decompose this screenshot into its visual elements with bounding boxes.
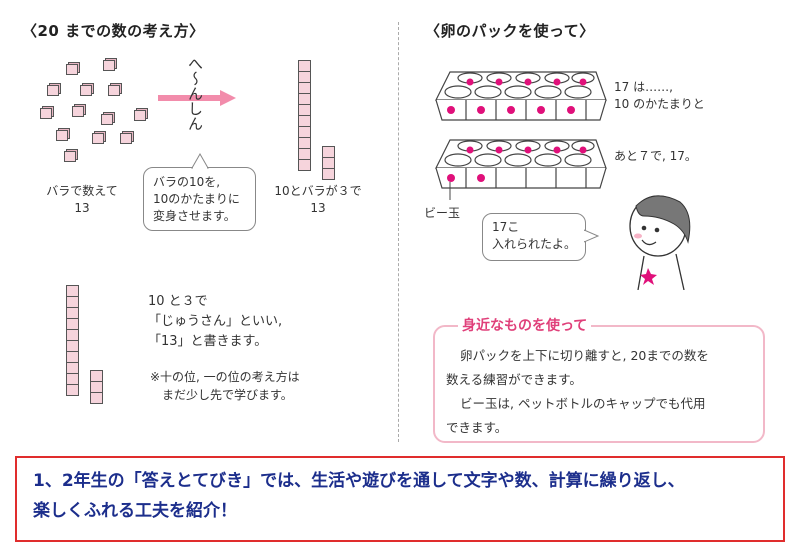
- tip-line1: 卵パックを上下に切り離すと, 20までの数を: [460, 348, 709, 363]
- cube: [72, 106, 84, 117]
- transform-arrow-icon: [158, 90, 236, 106]
- banner-line1: 1、2年生の「答えとてびき」では、生活や遊びを通して文字や数、計算に繰り返し、: [33, 471, 685, 491]
- tip-line2: 数える練習ができます。: [446, 372, 582, 387]
- marble-label: ビー玉: [424, 206, 461, 220]
- column-divider: [398, 22, 399, 442]
- cube: [298, 159, 311, 171]
- cube: [56, 130, 68, 141]
- cube: [80, 85, 92, 96]
- bubble-line3: 変身させます。: [153, 209, 236, 223]
- cube: [134, 110, 146, 121]
- bubble-line2: 10のかたまりに: [153, 192, 240, 206]
- tip-title: 身近なものを使って: [458, 315, 592, 335]
- explain-line3: 「13」と書きます。: [148, 334, 268, 349]
- speech-tail: [584, 229, 600, 243]
- cube: [92, 133, 104, 144]
- note: ※十の位, 一の位の考え方は まだ少し先で学びます。: [150, 368, 300, 404]
- carton-note1-line1: 17 は……,: [614, 80, 673, 94]
- tip-line3: ビー玉は, ペットボトルのキャップでも代用: [460, 396, 706, 411]
- bar-caption: 10とバラが３で 13: [268, 183, 368, 217]
- cube: [40, 108, 52, 119]
- cube: [64, 151, 76, 162]
- tip-box: [433, 325, 765, 443]
- speech-bubble: 17こ 入れられたよ。: [482, 213, 586, 261]
- explain-line2: 「じゅうさん」といい,: [148, 314, 283, 329]
- cube: [322, 168, 335, 180]
- speech-line2: 入れられたよ。: [492, 237, 577, 251]
- bar-caption-line1: 10とバラが３で: [274, 184, 362, 198]
- cube: [108, 85, 120, 96]
- cube: [101, 114, 113, 125]
- carton-note-1: 17 は……, 10 のかたまりと: [614, 79, 705, 113]
- egg-carton-illustration: [435, 71, 607, 200]
- bubble-line1: バラの10を,: [153, 175, 221, 189]
- cube: [66, 64, 78, 75]
- note-line1: ※十の位, 一の位の考え方は: [150, 370, 300, 384]
- summary-banner-text: 1、2年生の「答えとてびき」では、生活や遊びを通して文字や数、計算に繰り返し、 …: [33, 466, 778, 526]
- explanation: 10 と３で 「じゅうさん」といい, 「13」と書きます。: [148, 292, 282, 352]
- transform-text: へ〜んしん: [186, 56, 204, 131]
- right-heading: 〈卵のパックを使って〉: [425, 22, 595, 40]
- speech-line1: 17こ: [492, 220, 520, 234]
- loose-caption: バラで数えて 13: [42, 183, 122, 217]
- cube: [90, 392, 103, 404]
- bubble-tail: [191, 153, 209, 169]
- bar-caption-line2: 13: [310, 201, 326, 215]
- cube: [66, 384, 79, 396]
- child-character-icon: [629, 195, 691, 290]
- cube: [103, 60, 115, 71]
- loose-caption-line2: 13: [74, 201, 90, 215]
- summary-banner: [15, 456, 785, 542]
- banner-line2: 楽しくふれる工夫を紹介！: [33, 501, 237, 521]
- carton-note-2: あと７で, 17。: [614, 149, 697, 163]
- tip-line4: できます。: [446, 420, 508, 435]
- transform-bubble: バラの10を, 10のかたまりに 変身させます。: [143, 167, 256, 231]
- tip-body: 卵パックを上下に切り離すと, 20までの数を 数える練習ができます。 ビー玉は,…: [446, 344, 758, 440]
- cube: [47, 85, 59, 96]
- left-heading: 〈20 までの数の考え方〉: [22, 22, 205, 40]
- note-line2: まだ少し先で学びます。: [162, 388, 293, 402]
- carton-note1-line2: 10 のかたまりと: [614, 97, 705, 111]
- loose-caption-line1: バラで数えて: [46, 184, 118, 198]
- cube: [120, 133, 132, 144]
- explain-line1: 10 と３で: [148, 294, 208, 309]
